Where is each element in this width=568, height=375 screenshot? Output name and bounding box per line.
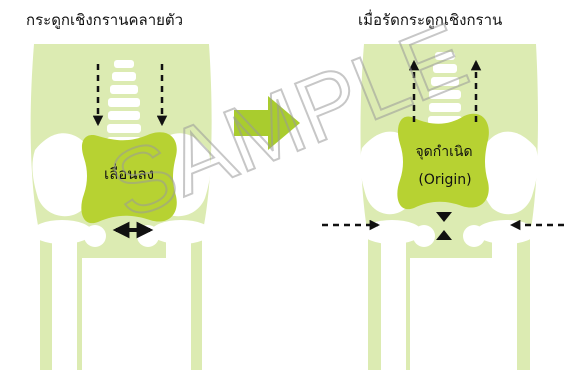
right-pelvis-label: จุดกำเนิด — [415, 144, 472, 160]
right-pelvis-sublabel: (Origin) — [418, 172, 471, 188]
right-pelvis-shape — [397, 114, 489, 209]
